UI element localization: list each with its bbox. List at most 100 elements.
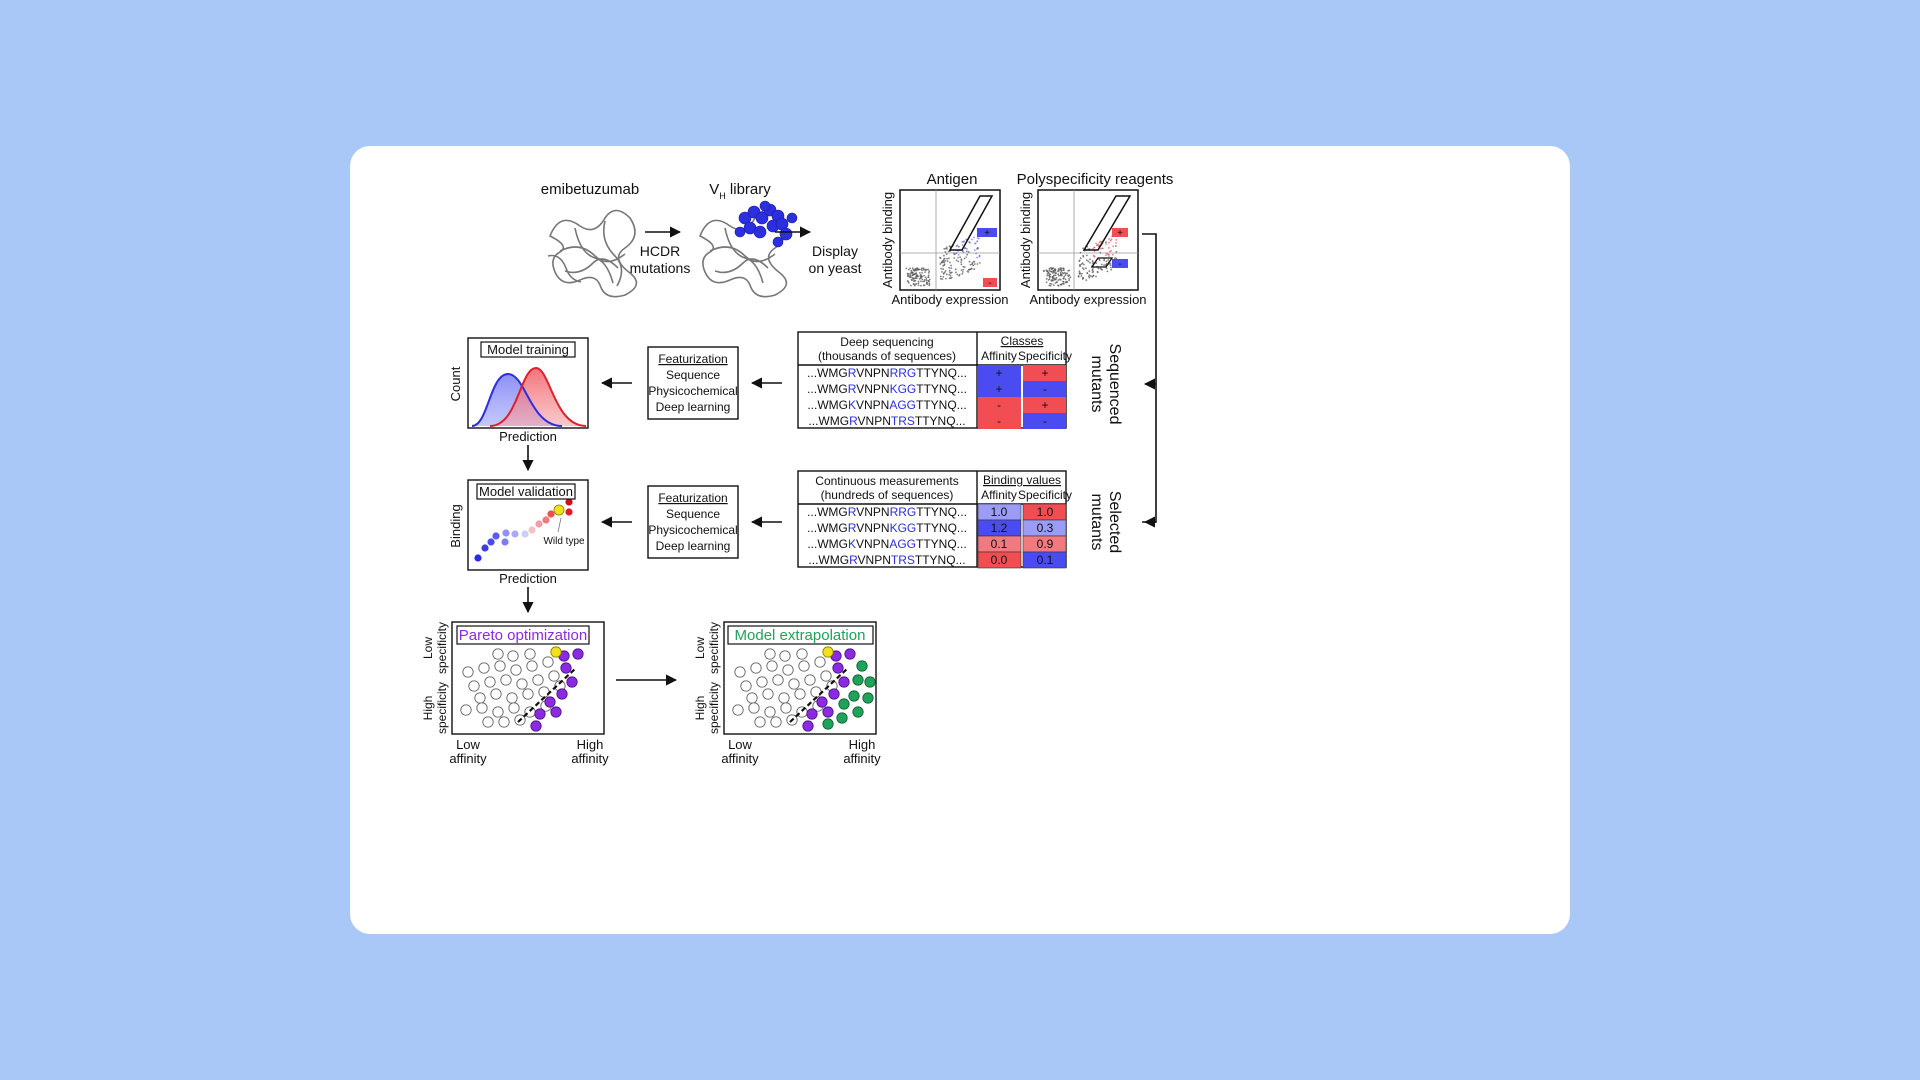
candidate-bubble: [796, 648, 808, 660]
extra-ylabel-top-2: specificity: [707, 622, 721, 674]
facs-event-dot: [913, 269, 916, 271]
facs-event-dot: [1057, 284, 1059, 287]
facs-event-dot: [948, 277, 951, 279]
facs-event-dot: [955, 271, 957, 274]
facs-event-dot: [907, 281, 910, 284]
facs-event-dot: [1100, 263, 1103, 266]
facs-event-dot: [1050, 270, 1053, 273]
affinity-cell: [978, 413, 1021, 429]
candidate-bubble: [498, 716, 510, 728]
pareto-bubble: [556, 688, 568, 700]
validation-point: [542, 516, 550, 524]
candidate-bubble: [794, 688, 806, 700]
facs-event-dot: [918, 272, 921, 274]
candidate-bubble: [494, 660, 506, 672]
facs-event-dot: [1106, 270, 1109, 273]
vh-library-structure-icon: [698, 200, 798, 298]
facs-event-dot: [1055, 278, 1057, 280]
facs-event-dot: [920, 280, 922, 283]
facs-event-dot: [954, 268, 957, 271]
facs-event-dot: [965, 256, 968, 258]
facs-event-dot: [961, 241, 964, 243]
candidate-bubble: [522, 688, 534, 700]
facs-event-dot: [922, 268, 925, 271]
facs-event-dot: [957, 254, 960, 256]
facs-event-dot: [944, 247, 947, 250]
facs-event-dot: [912, 278, 915, 280]
facs-event-dot: [950, 276, 953, 279]
extrapolated-bubble: [822, 718, 834, 730]
candidate-bubble: [532, 674, 544, 686]
facs-event-dot: [925, 278, 928, 280]
candidate-bubble: [506, 692, 518, 704]
sequence-text: ...WMGKVNPNAGGTTYNQ...: [807, 398, 966, 412]
facs-event-dot: [1092, 247, 1094, 250]
facs-event-dot: [946, 257, 948, 260]
training-ylabel: Count: [448, 366, 463, 401]
facs-event-dot: [952, 252, 955, 254]
affinity-value: 0.0: [991, 553, 1008, 567]
facs-event-dot: [948, 245, 951, 248]
svg-text:Sequence: Sequence: [666, 507, 720, 521]
facs-event-dot: [1056, 281, 1058, 284]
facs-event-dot: [960, 261, 962, 264]
validation-xlabel: Prediction: [499, 571, 557, 586]
specificity-cell: [1023, 381, 1066, 397]
facs-event-dot: [1089, 258, 1091, 261]
facs-event-dot: [911, 271, 914, 274]
facs-event-dot: [1095, 262, 1098, 264]
facs-event-dot: [1103, 259, 1105, 262]
facs-event-dot: [1100, 268, 1103, 271]
pareto-ylabel-top-1: Low: [421, 637, 435, 659]
facs-event-dot: [1057, 268, 1060, 270]
extrapolated-bubble: [864, 676, 876, 688]
facs-event-dot: [1055, 271, 1057, 274]
facs-event-dot: [978, 262, 981, 264]
facs-event-dot: [920, 284, 922, 287]
facs-event-dot: [1115, 239, 1118, 241]
candidate-bubble: [814, 656, 826, 668]
facs-event-dot: [905, 267, 908, 270]
facs-event-dot: [1062, 282, 1064, 285]
candidate-bubble: [482, 716, 494, 728]
facs-event-dot: [1109, 262, 1112, 265]
facs-event-dot: [966, 247, 968, 250]
candidate-bubble: [764, 648, 776, 660]
facs-event-dot: [921, 267, 923, 270]
facs-event-dot: [1081, 272, 1083, 275]
poly-ylabel: Antibody binding: [1018, 192, 1033, 288]
pareto-xlabel-right-1: High: [577, 737, 604, 752]
pareto-bubble: [544, 696, 556, 708]
pareto-front: [517, 667, 577, 723]
facs-event-dot: [976, 256, 978, 259]
facs-event-dot: [1097, 243, 1100, 246]
facs-event-dot: [907, 268, 910, 271]
candidate-bubble: [478, 662, 490, 674]
validation-point: [487, 538, 495, 546]
facs-event-dot: [944, 260, 947, 262]
facs-event-dot: [945, 253, 948, 255]
mutations-label: mutations: [630, 260, 691, 276]
candidate-bubble: [756, 676, 768, 688]
facs-event-dot: [1062, 280, 1065, 283]
candidate-bubble: [754, 716, 766, 728]
pareto-bubble: [816, 696, 828, 708]
facs-event-dot: [911, 267, 914, 269]
candidate-bubble: [746, 692, 758, 704]
pareto-ylabel-bottom-1: High: [421, 696, 435, 721]
candidate-bubble: [820, 670, 832, 682]
facs-event-dot: [923, 284, 926, 287]
facs-event-dot: [1079, 264, 1082, 267]
facs-event-dot: [922, 267, 925, 270]
emibetuzumab-structure-icon: [547, 209, 638, 298]
pareto-xlabel-left-1: Low: [456, 737, 480, 752]
facs-event-dot: [1049, 273, 1052, 276]
facs-event-dot: [966, 250, 968, 253]
candidate-bubble: [507, 650, 519, 662]
facs-event-dot: [1048, 274, 1051, 277]
facs-event-dot: [1088, 274, 1091, 276]
validation-point: [553, 504, 565, 516]
facs-event-dot: [949, 261, 951, 264]
poly-plus-gate: [1112, 228, 1128, 237]
facs-event-dot: [914, 283, 917, 286]
